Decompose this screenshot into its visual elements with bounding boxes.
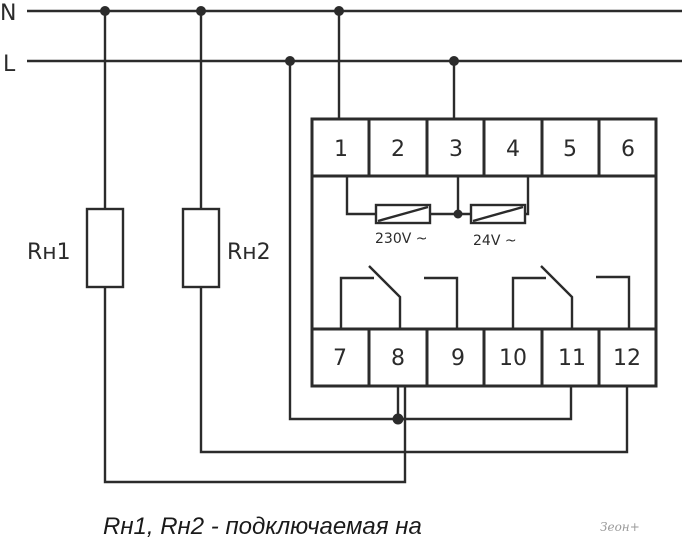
wire-rh1-to-9 bbox=[103, 287, 407, 484]
resistor-rh1-label: Rн1 bbox=[27, 240, 71, 265]
coil-230v bbox=[374, 203, 432, 225]
caption: Rн1, Rн2 - подключаемая на bbox=[103, 513, 422, 540]
terminal-3: 3 bbox=[449, 137, 463, 162]
contact-group-1 bbox=[339, 265, 459, 329]
terminal-9: 9 bbox=[451, 346, 465, 371]
coil-230v-label: 230V ~ bbox=[375, 231, 427, 247]
coil-24v-label: 24V ~ bbox=[473, 233, 517, 249]
wire-rh2-to-12 bbox=[199, 287, 629, 454]
terminal-5: 5 bbox=[563, 137, 577, 162]
terminal-separators bbox=[367, 119, 601, 386]
resistor-rh2 bbox=[181, 207, 221, 289]
contact-group-2 bbox=[511, 265, 631, 329]
junction-dot bbox=[453, 209, 463, 219]
resistor-rh2-label: Rн2 bbox=[227, 240, 271, 265]
coil-24v bbox=[469, 203, 527, 225]
terminal-10: 10 bbox=[499, 346, 527, 371]
terminal-2: 2 bbox=[391, 137, 405, 162]
terminal-7: 7 bbox=[333, 346, 347, 371]
bus-n-label: N bbox=[0, 1, 16, 26]
terminal-8: 8 bbox=[391, 346, 405, 371]
bus-l-label: L bbox=[3, 52, 16, 77]
terminal-12: 12 bbox=[613, 346, 641, 371]
junction-dot bbox=[392, 413, 404, 425]
terminal-4: 4 bbox=[506, 137, 520, 162]
watermark: Зеон+ bbox=[600, 520, 640, 534]
terminal-6: 6 bbox=[621, 137, 635, 162]
coil-wiring bbox=[345, 176, 530, 216]
wire-l-to-common bbox=[288, 61, 573, 421]
terminal-1: 1 bbox=[334, 137, 348, 162]
terminal-11: 11 bbox=[558, 346, 586, 371]
resistor-rh1 bbox=[85, 207, 125, 289]
